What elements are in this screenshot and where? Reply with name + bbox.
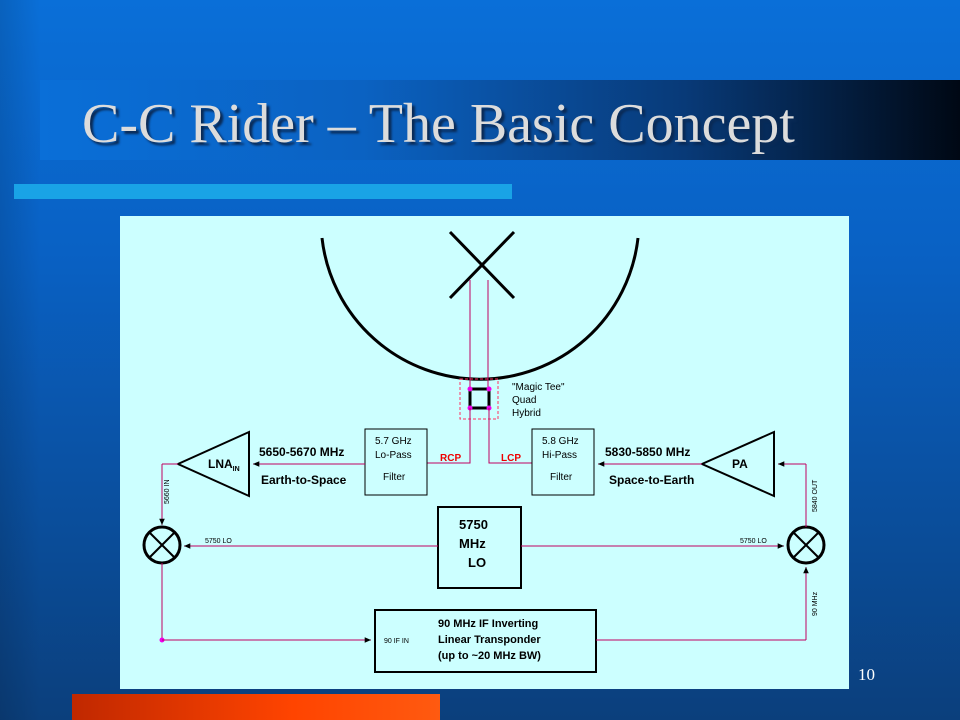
title-underline — [14, 184, 512, 199]
hi-pass-filter — [531, 428, 595, 496]
lo-right-label: 5750 LO — [740, 538, 767, 545]
mixer-input-label: 5660 IN — [164, 479, 171, 504]
lna-label: LNAIN — [208, 457, 240, 473]
left-mixer — [142, 525, 182, 565]
antenna-feed — [448, 230, 516, 300]
magic-tee-ports — [467, 386, 492, 411]
rcp-label: RCP — [440, 453, 461, 464]
transponder-label: 90 MHz IF Inverting — [438, 618, 538, 630]
bottom-accent-bar — [72, 694, 440, 720]
hi-pass-filter-label: 5.8 GHz — [542, 436, 579, 447]
magic-tee-label: Hybrid — [512, 408, 541, 419]
linear-transponder — [374, 609, 597, 673]
downlink-frequency: 5830-5850 MHz — [605, 445, 690, 459]
feed-lines — [469, 280, 489, 388]
tee-to-filter-lines — [427, 408, 532, 464]
slide-title: C-C Rider – The Basic Concept — [82, 93, 795, 155]
title-bar — [40, 80, 960, 160]
lo-label: MHz — [459, 536, 486, 551]
lo-left-label: 5750 LO — [205, 538, 232, 545]
lo-pass-filter-label: Filter — [383, 472, 406, 483]
lo-pass-filter — [364, 428, 428, 496]
lo-pass-filter-label: 5.7 GHz — [375, 436, 412, 447]
lo-label: LO — [468, 555, 486, 570]
hi-pass-filter-label: Hi-Pass — [542, 450, 577, 461]
block-diagram: "Magic Tee" Quad Hybrid RCP LCP 5.7 GHz … — [120, 216, 849, 689]
magic-tee-label: "Magic Tee" — [512, 382, 565, 393]
lo-label: 5750 — [459, 517, 488, 532]
page-number: 10 — [858, 665, 875, 684]
if-in-label: 90 IF IN — [384, 638, 409, 645]
pa-label: PA — [732, 457, 748, 471]
magic-tee-hybrid — [468, 387, 491, 410]
lna-amplifier — [175, 430, 250, 498]
uplink-direction: Earth-to-Space — [261, 473, 347, 487]
downlink-direction: Space-to-Earth — [609, 473, 694, 487]
hi-pass-filter-label: Filter — [550, 472, 573, 483]
magic-tee-label: Quad — [512, 395, 536, 406]
left-accent-stripe — [0, 0, 40, 720]
transponder-label: Linear Transponder — [438, 634, 541, 646]
antenna-dish — [320, 237, 640, 381]
uplink-frequency: 5650-5670 MHz — [259, 445, 344, 459]
transponder-label: (up to ~20 MHz BW) — [438, 650, 541, 662]
lcp-label: LCP — [501, 453, 521, 464]
local-oscillator — [437, 506, 522, 589]
mixer-output-label: 5840 OUT — [812, 479, 819, 512]
if-out-label: 90 MHz — [812, 591, 819, 616]
pa-amplifier — [699, 430, 775, 498]
lo-pass-filter-label: Lo-Pass — [375, 450, 412, 461]
magic-tee-dashed-outline — [459, 378, 499, 420]
right-mixer — [786, 525, 826, 565]
